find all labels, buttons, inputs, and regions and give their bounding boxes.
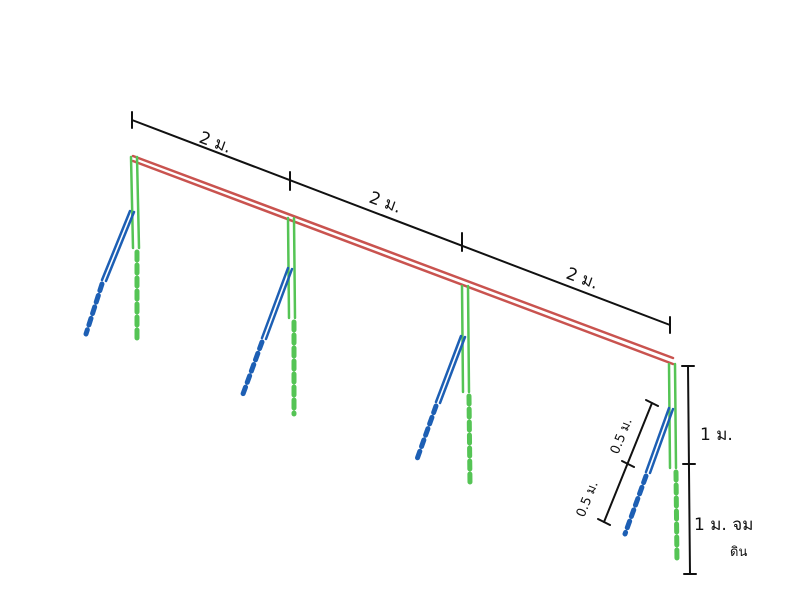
brace-dimension-tick-bottom	[597, 518, 611, 526]
brace-4-below-ground	[622, 473, 649, 537]
post-above-ground-label: 1 ม.	[700, 425, 733, 445]
brace-1-below-ground	[83, 281, 105, 337]
span-label-1: 2 ม.	[196, 128, 234, 158]
span-dimension-main-line	[131, 119, 671, 326]
brace-3-below-ground	[413, 403, 439, 465]
brace-4-above-ground	[644, 406, 675, 475]
post-1	[129, 155, 141, 345]
brace-dimension-main-line	[603, 402, 653, 523]
beam-lower-rail	[131, 159, 675, 366]
post-4	[667, 362, 680, 565]
brace-4	[622, 406, 675, 537]
span-label-3: 2 ม.	[563, 264, 601, 294]
post-3	[460, 284, 473, 487]
post-1-above-ground	[129, 155, 141, 250]
brace-2	[240, 266, 294, 397]
brace-1	[83, 209, 136, 337]
brace-dimension-tick-top	[645, 399, 659, 407]
brace-1-above-ground	[100, 209, 136, 283]
brace-dimension-tick-mid	[621, 460, 635, 468]
span-label-2: 2 ม.	[366, 188, 404, 218]
post-3-below-ground	[466, 393, 473, 487]
post-height-dimension	[681, 365, 697, 575]
beam	[131, 154, 675, 366]
brace-lower-label: 0.5 ม.	[574, 479, 602, 519]
post-3-above-ground	[460, 284, 471, 394]
post-2	[286, 216, 297, 417]
post-below-ground-label: 1 ม. จม	[694, 515, 753, 535]
brace-2-above-ground	[260, 266, 294, 341]
post-4-below-ground	[673, 469, 680, 565]
beam-upper-rail	[131, 154, 675, 360]
brace-3	[413, 334, 467, 465]
brace-dimension	[597, 399, 659, 526]
post-below-ground-label-2: ดิน	[730, 545, 747, 560]
brace-upper-label: 0.5 ม.	[608, 416, 636, 456]
span-dimension-line	[131, 111, 671, 334]
post-height-main-line	[687, 365, 691, 575]
brace-3-above-ground	[434, 334, 467, 405]
brace-2-below-ground	[240, 339, 265, 397]
